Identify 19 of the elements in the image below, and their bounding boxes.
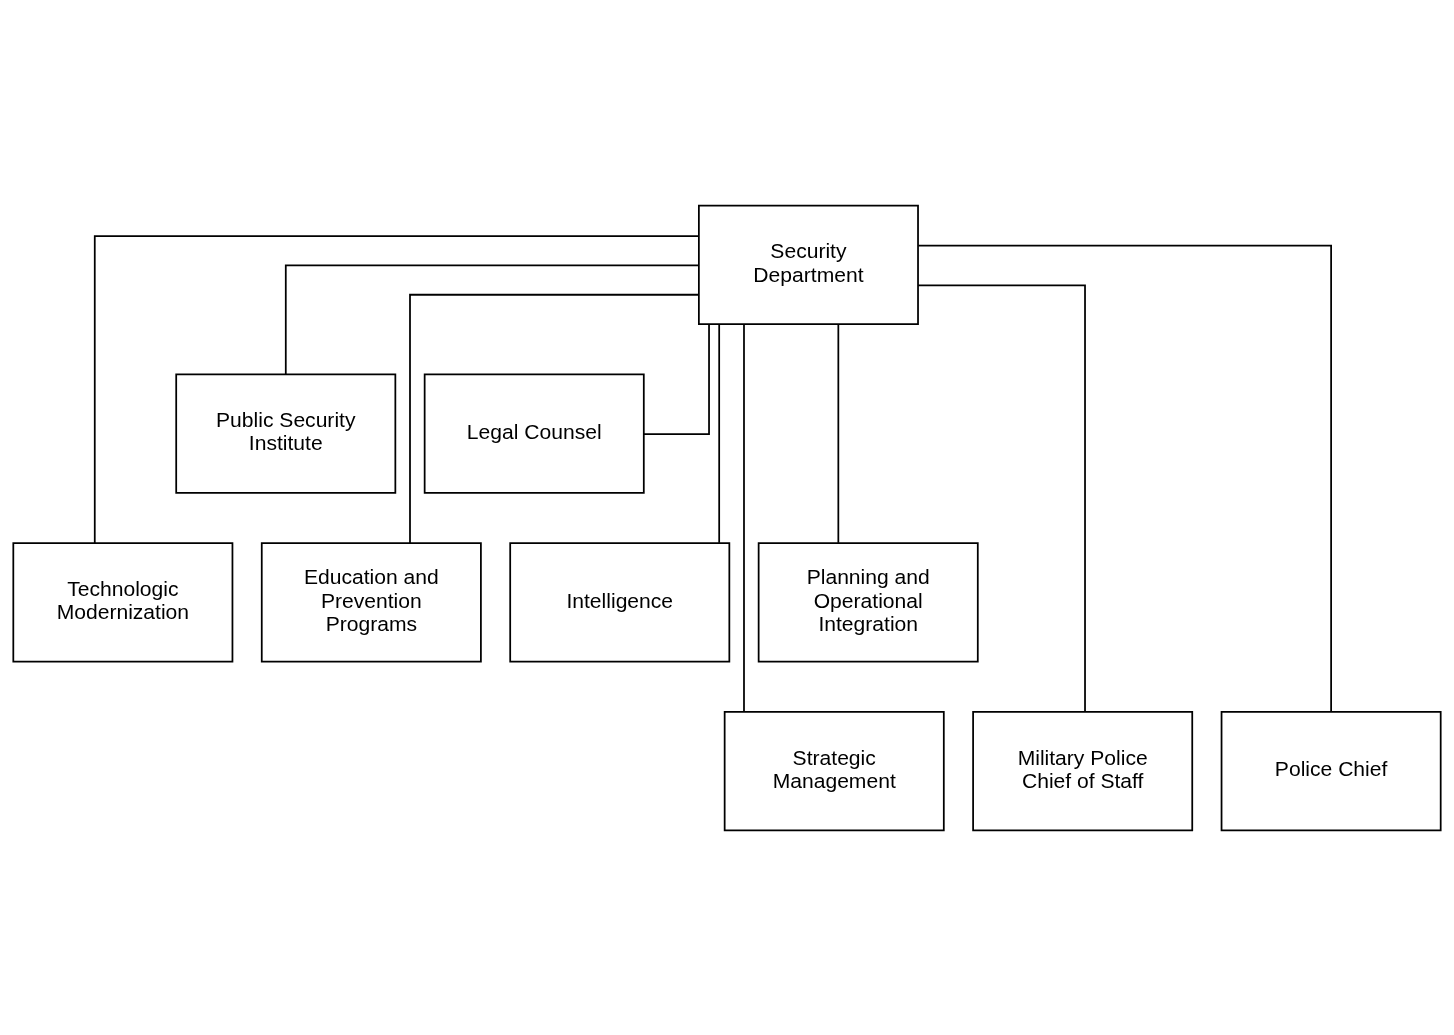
node-box: Legal Counsel: [423, 373, 645, 494]
connector: [284, 264, 700, 375]
connector: [743, 323, 745, 713]
node-box: Police Chief: [1220, 710, 1442, 831]
node-box: Military Police Chief of Staff: [972, 710, 1194, 831]
node-box: Public Security Institute: [175, 373, 397, 494]
connector: [643, 322, 710, 435]
connector: [917, 284, 1086, 712]
connector: [837, 323, 840, 544]
connector: [718, 323, 721, 544]
node-box: Education and Prevention Programs: [260, 541, 482, 662]
node-box: Technologic Modernization: [12, 541, 234, 662]
connector: [93, 234, 700, 544]
node-box: Strategic Management: [723, 710, 945, 831]
connector: [409, 293, 700, 544]
node-box: Security Department: [698, 204, 919, 325]
node-box: Intelligence: [509, 541, 731, 662]
connector: [917, 244, 1332, 713]
node-box: Planning and Operational Integration: [757, 541, 979, 662]
